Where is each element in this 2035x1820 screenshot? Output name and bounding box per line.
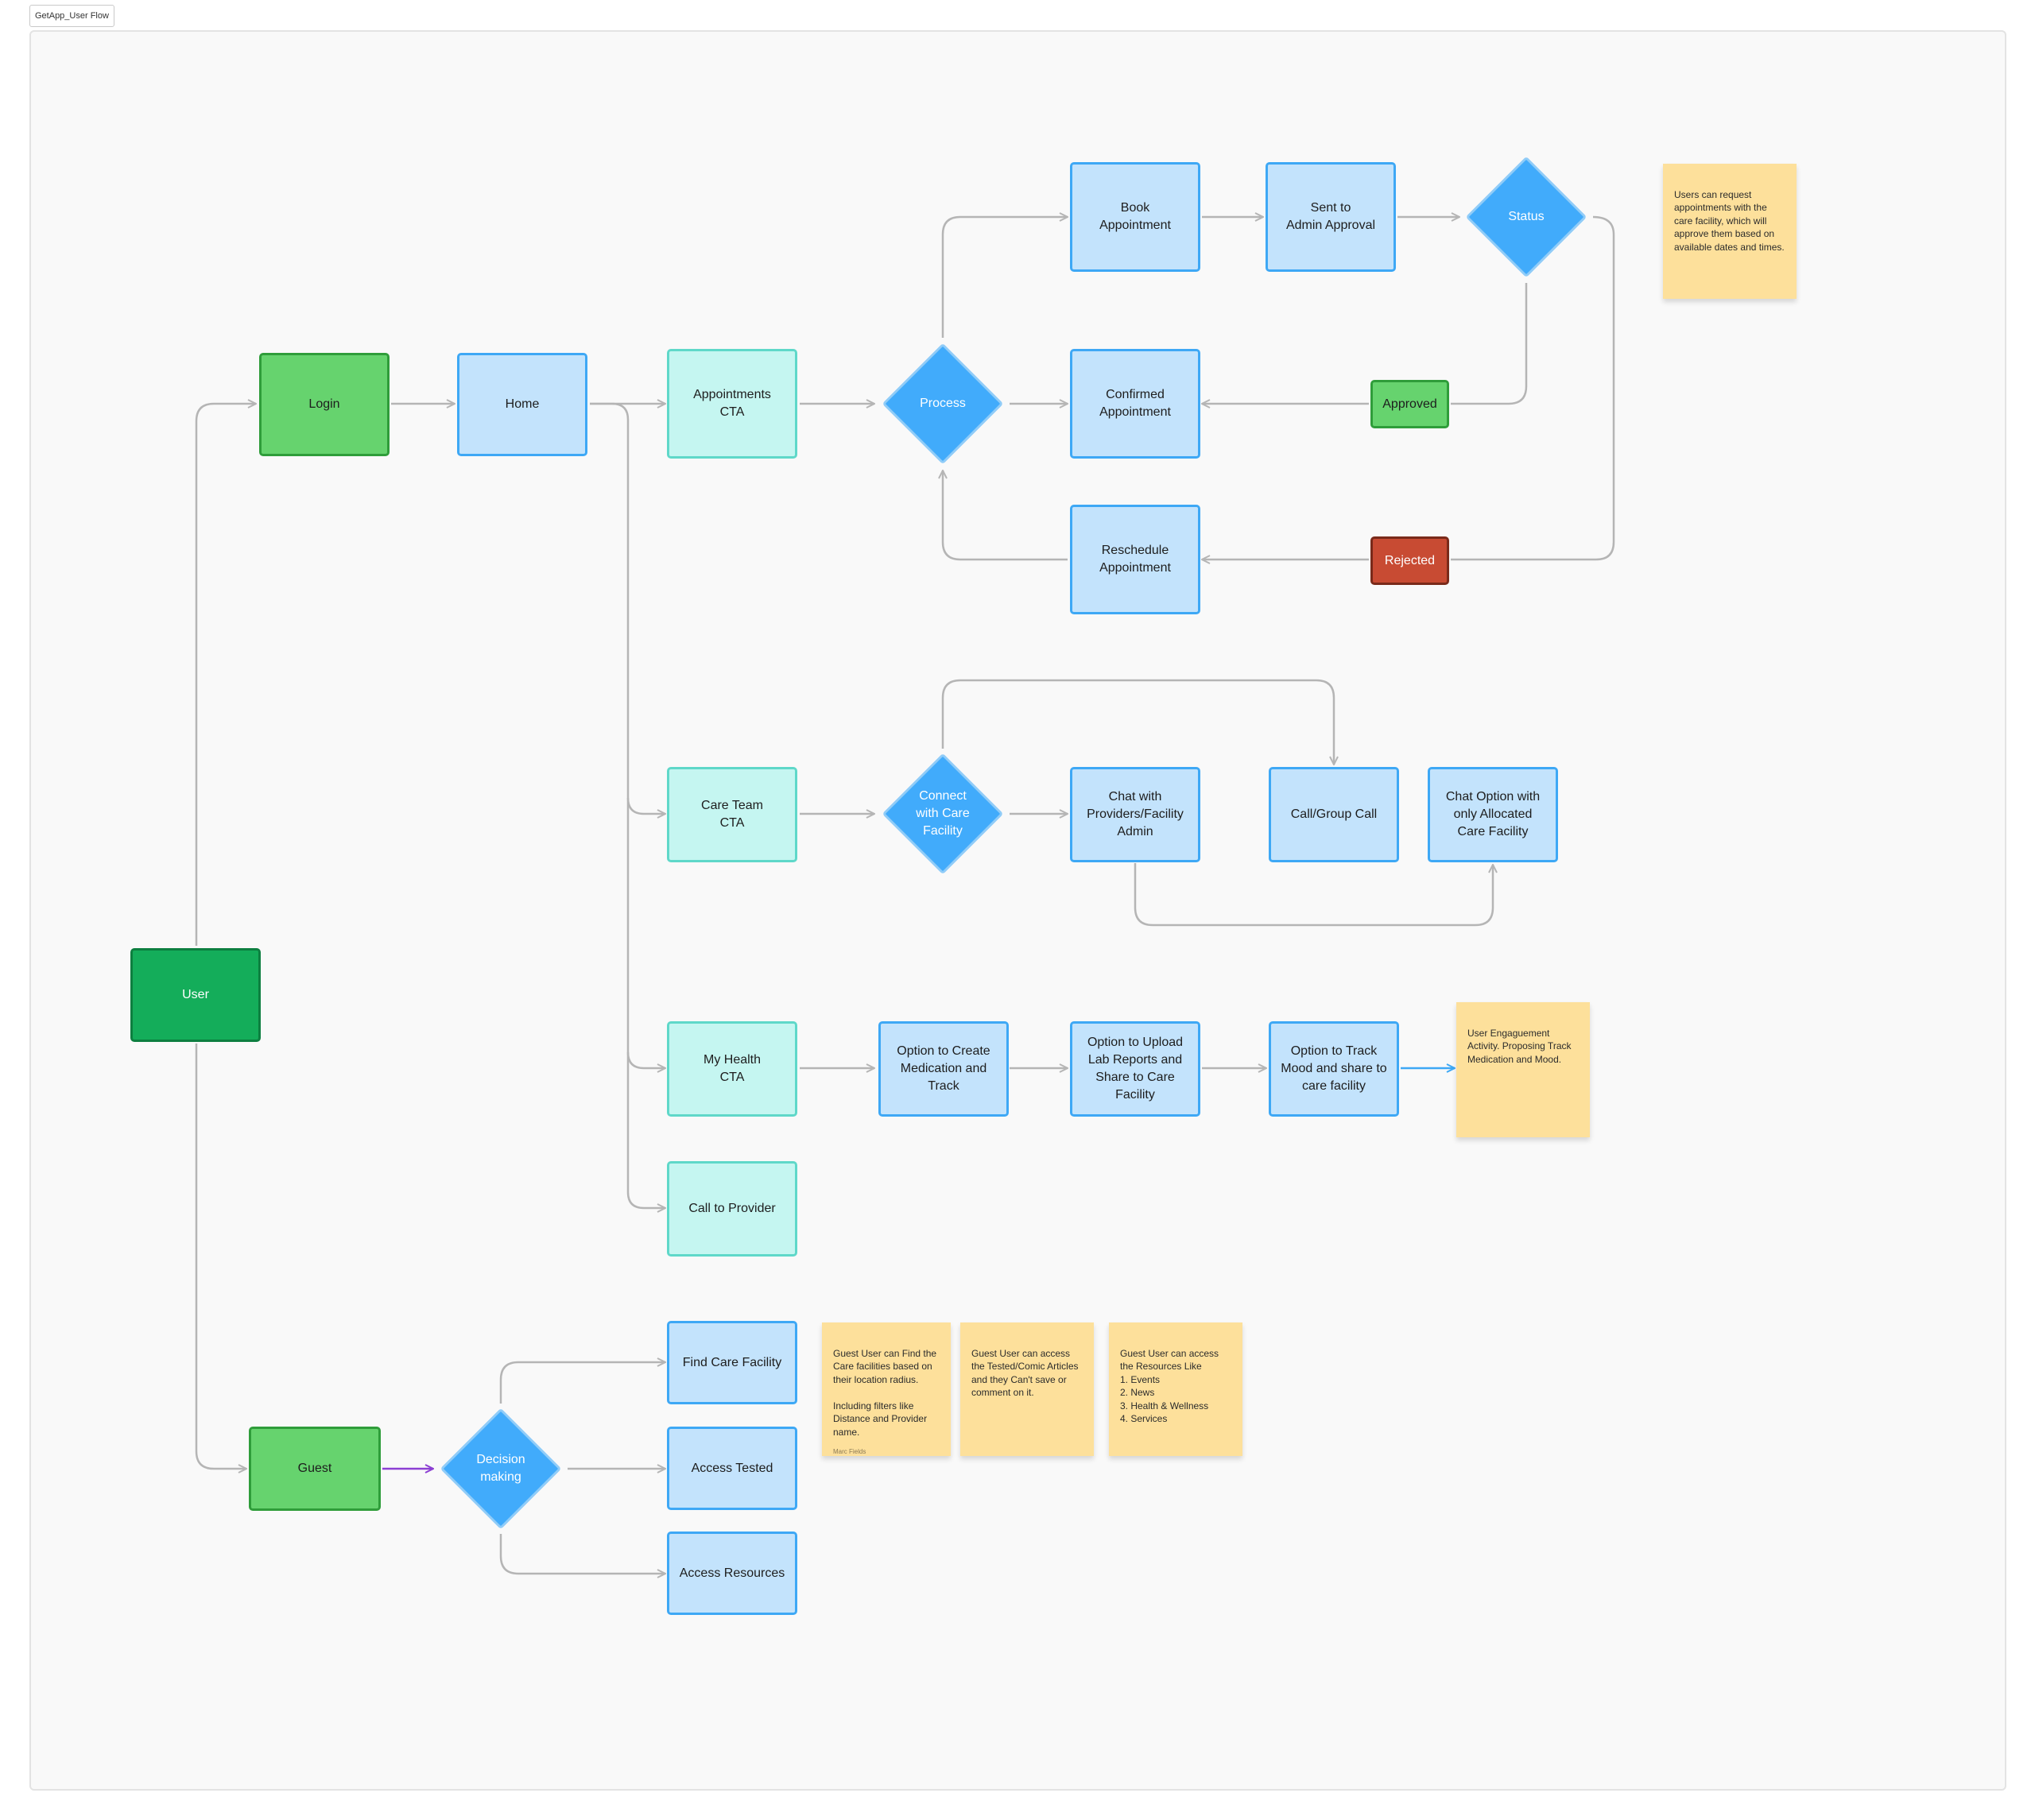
home-node[interactable]: Home [457,353,587,456]
status-label: Status [1508,210,1545,223]
edge-user-guest [195,1044,246,1469]
edge-home-careteam [626,797,665,814]
status-decision[interactable]: Status [1462,153,1591,281]
frame-title[interactable]: GetApp_User Flow [29,5,114,27]
sticky-note-appointments[interactable]: Users can request appointments with the … [1663,164,1797,299]
sticky-note-resources[interactable]: Guest User can access the Resources Like… [1109,1322,1242,1456]
chat-providers-node[interactable]: Chat with Providers/Facility Admin [1070,767,1200,862]
sticky-note-engagement[interactable]: User Engaguement Activity. Proposing Tra… [1456,1002,1590,1137]
edge-status-rejected [1451,215,1615,561]
find-care-facility-node[interactable]: Find Care Facility [667,1321,797,1404]
appointments-cta-node[interactable]: Appointments CTA [667,349,797,459]
edge-reschedule-process [943,470,1068,561]
approved-node[interactable]: Approved [1370,380,1449,428]
edge-connect-call [941,679,1334,765]
login-node[interactable]: Login [259,353,390,456]
process-decision[interactable]: Process [878,339,1007,468]
chat-allocated-node[interactable]: Chat Option with only Allocated Care Fac… [1428,767,1558,862]
sent-admin-approval-node[interactable]: Sent to Admin Approval [1266,162,1396,272]
edge-status-approved [1451,283,1528,405]
rejected-node[interactable]: Rejected [1370,536,1449,585]
connect-label: Connect with Care Facility [916,789,970,838]
sticky-text: Guest User can access the Tested/Comic A… [971,1347,1079,1399]
track-mood-node[interactable]: Option to Track Mood and share to care f… [1269,1021,1399,1117]
access-tested-node[interactable]: Access Tested [667,1427,797,1510]
sticky-text: User Engaguement Activity. Proposing Tra… [1467,1027,1572,1065]
edge-decision-find [499,1362,665,1404]
reschedule-appointment-node[interactable]: Reschedule Appointment [1070,505,1200,614]
confirmed-appointment-node[interactable]: Confirmed Appointment [1070,349,1200,459]
edge-process-book [941,217,1068,338]
call-group-call-node[interactable]: Call/Group Call [1269,767,1399,862]
decision-making-decision[interactable]: Decision making [436,1404,565,1533]
guest-node[interactable]: Guest [249,1427,381,1511]
sticky-text: Guest User can access the Resources Like… [1120,1347,1219,1425]
sticky-note-tested[interactable]: Guest User can access the Tested/Comic A… [960,1322,1094,1456]
process-label: Process [920,397,966,410]
sticky-author: Marc Fields [833,1448,866,1455]
edge-chat-allocated [1134,863,1493,927]
access-resources-node[interactable]: Access Resources [667,1532,797,1615]
edge-home-myhealth [626,1051,665,1068]
upload-lab-reports-node[interactable]: Option to Upload Lab Reports and Share t… [1070,1021,1200,1117]
sticky-note-find-care[interactable]: Guest User can Find the Care facilities … [822,1322,951,1456]
connect-care-facility-decision[interactable]: Connect with Care Facility [878,749,1007,878]
my-health-cta-node[interactable]: My Health CTA [667,1021,797,1117]
care-team-cta-node[interactable]: Care Team CTA [667,767,797,862]
call-to-provider-node[interactable]: Call to Provider [667,1161,797,1257]
edge-decision-resources [499,1534,665,1574]
edge-user-login [195,404,256,946]
sticky-text: Guest User can Find the Care facilities … [833,1347,937,1438]
user-node[interactable]: User [130,948,261,1042]
decision-label: Decision making [476,1453,525,1484]
edge-home-trunk [590,402,665,1208]
sticky-text: Users can request appointments with the … [1674,188,1785,253]
book-appointment-node[interactable]: Book Appointment [1070,162,1200,272]
create-medication-node[interactable]: Option to Create Medication and Track [878,1021,1009,1117]
